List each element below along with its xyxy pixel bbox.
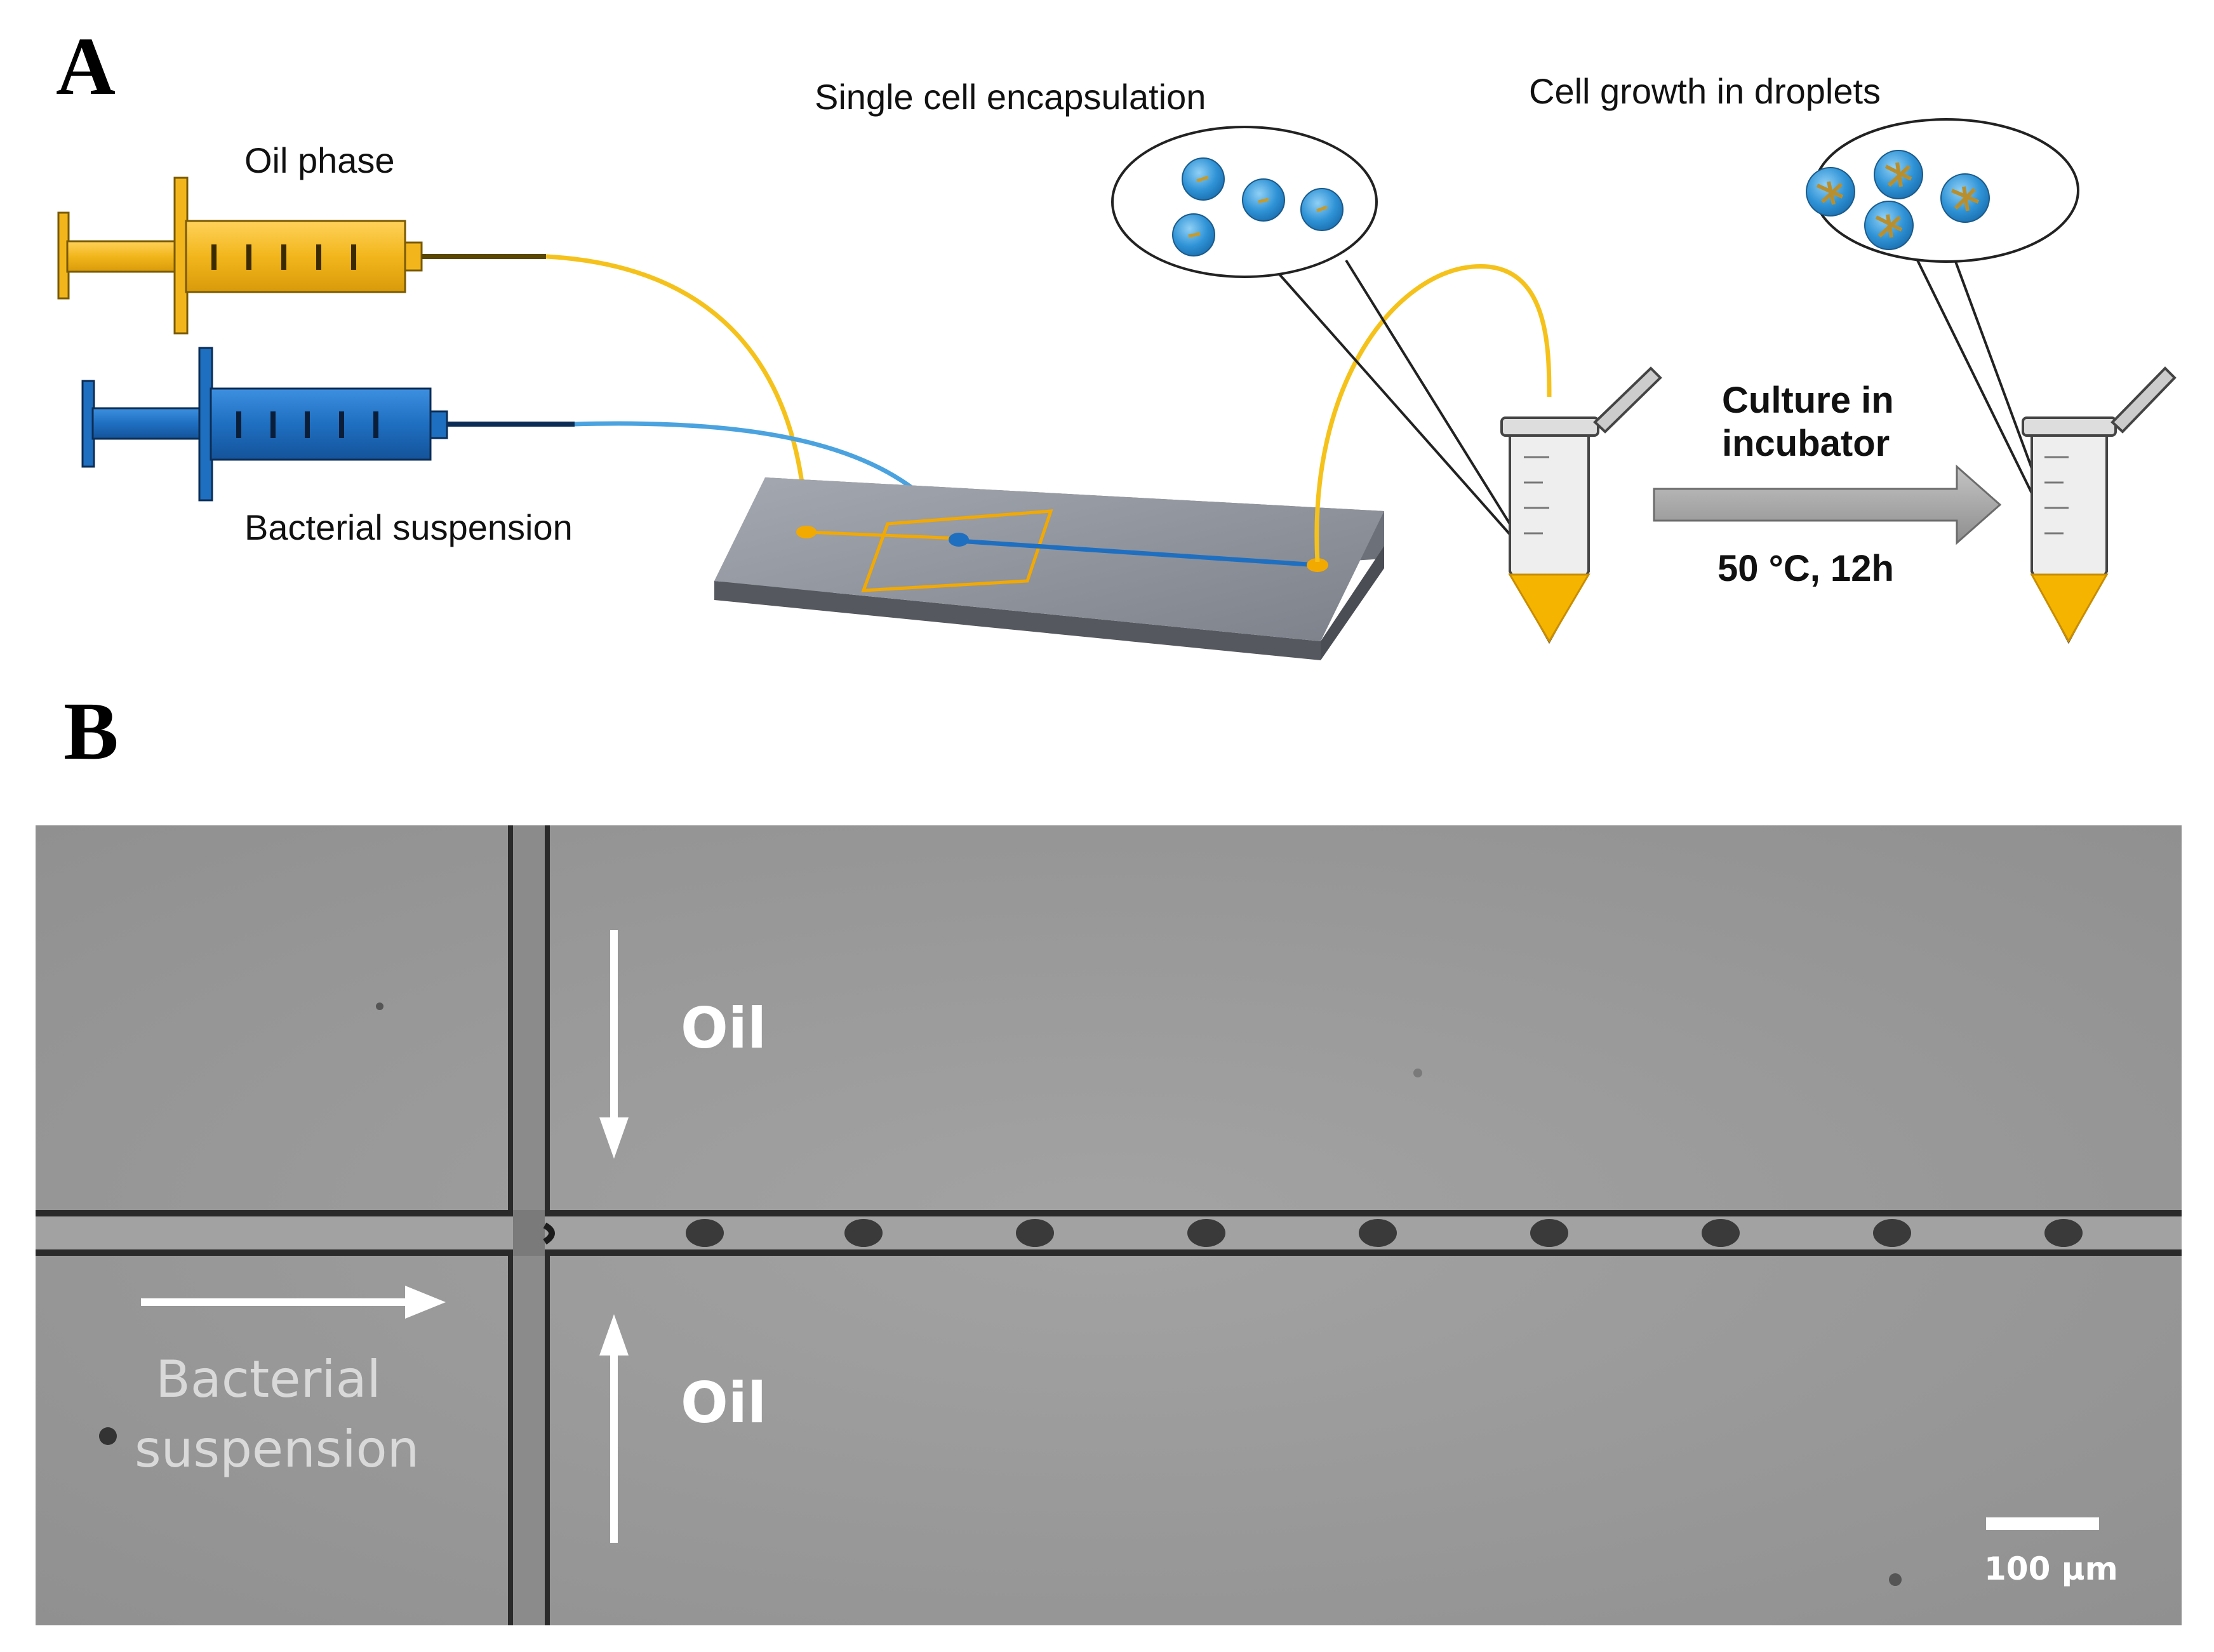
oil-bottom-label: Oil — [681, 1370, 766, 1436]
microscope-image — [36, 825, 2182, 1625]
oil-bottom-arrow — [599, 1314, 629, 1543]
bacterial-label-line1: Bacterial — [156, 1350, 381, 1409]
bacterial-label-line2: suspension — [135, 1420, 419, 1479]
outlet-tubing — [1314, 264, 1552, 563]
scale-bar — [1986, 1517, 2099, 1530]
incubator-label: incubator — [1722, 423, 1890, 464]
culture-in-label: Culture in — [1722, 380, 1894, 421]
culture-conditions-label: 50 °C, 12h — [1717, 548, 1894, 589]
bacterial-suspension-label: Bacterial suspension — [244, 507, 573, 547]
bacterial-suspension-arrow — [141, 1286, 446, 1319]
grown-cell-droplets — [1806, 150, 1990, 250]
microfluidic-chip — [714, 477, 1384, 660]
droplet-train — [686, 1219, 2083, 1247]
oil-syringe — [57, 177, 546, 335]
panel-a-letter: A — [56, 21, 116, 112]
oil-top-label: Oil — [681, 996, 766, 1061]
bacterial-syringe — [81, 347, 575, 502]
cell-growth-label: Cell growth in droplets — [1529, 71, 1881, 111]
oil-phase-label: Oil phase — [244, 140, 395, 180]
oil-tubing — [545, 254, 809, 531]
panel-b-letter: B — [63, 686, 119, 777]
cultured-tube — [2022, 366, 2177, 644]
single-cell-encapsulation-label: Single cell encapsulation — [815, 77, 1206, 117]
culture-arrow — [1653, 464, 2002, 545]
single-cell-droplets — [1172, 157, 1344, 256]
oil-top-arrow — [599, 930, 629, 1159]
scale-bar-label: 100 μm — [1984, 1550, 2118, 1587]
collection-tube — [1500, 366, 1662, 644]
